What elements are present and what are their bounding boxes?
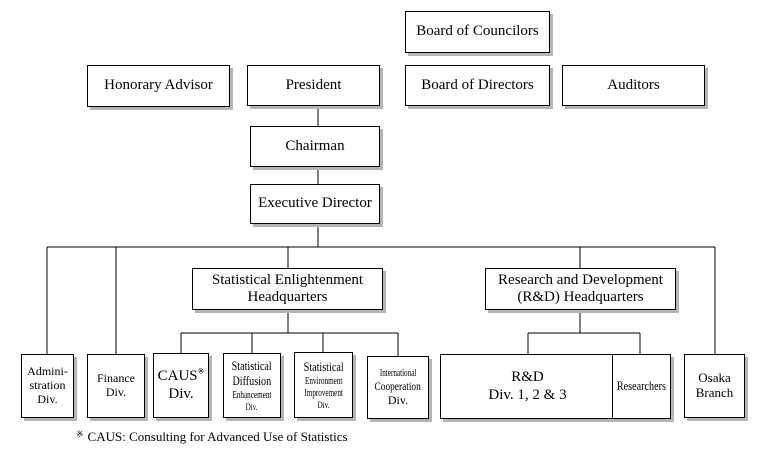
environment-line1: Statistical: [303, 358, 344, 374]
board-of-directors-label: Board of Directors: [421, 76, 534, 93]
rd-div-line1: R&D: [511, 369, 544, 386]
international-line3: Div.: [387, 392, 409, 407]
chairman-box: Chairman: [250, 126, 380, 167]
environment-line3: Improvement: [304, 387, 343, 400]
administration-line3: Div.: [37, 391, 58, 406]
researchers-box: Researchers: [612, 354, 671, 419]
diffusion-line1: Statistical: [232, 358, 272, 374]
administration-line2: stration: [29, 378, 66, 393]
board-of-councilors-box: Board of Councilors: [405, 11, 550, 53]
international-cooperation-div-box: International Cooperation Div.: [367, 356, 429, 419]
researchers-label: Researchers: [617, 378, 666, 394]
finance-line2: Div.: [105, 385, 127, 399]
caus-footnote-mark: ※: [197, 367, 205, 377]
footnote-text: CAUS: Consulting for Advanced Use of Sta…: [87, 429, 348, 444]
chairman-label: Chairman: [285, 137, 345, 154]
honorary-advisor-box: Honorary Advisor: [87, 65, 230, 107]
rd-hq-line2: (R&D) Headquarters: [517, 289, 644, 305]
footnote: ※CAUS: Consulting for Advanced Use of St…: [76, 429, 348, 445]
president-label: President: [285, 76, 342, 93]
international-line2: Cooperation: [374, 379, 422, 394]
rd-hq-box: Research and Development (R&D) Headquart…: [485, 268, 676, 310]
international-line1: International: [379, 367, 417, 380]
executive-director-label: Executive Director: [258, 195, 372, 212]
osaka-branch-box: Osaka Branch: [684, 354, 745, 418]
osaka-line2: Branch: [695, 385, 734, 400]
caus-div-box: CAUS※ Div.: [153, 353, 209, 418]
honorary-advisor-label: Honorary Advisor: [104, 77, 213, 94]
auditors-label: Auditors: [607, 76, 660, 93]
osaka-line1: Osaka: [698, 370, 731, 386]
environment-line4: Div.: [317, 399, 330, 410]
finance-div-box: Finance Div.: [87, 354, 145, 418]
rd-hq-line1: Research and Development: [498, 271, 663, 288]
administration-line1: Admini-: [27, 364, 68, 379]
statistical-diffusion-div-box: Statistical Diffusion Enhancement Div.: [223, 353, 281, 418]
diffusion-line3: Enhancement: [232, 388, 272, 401]
environment-line2: Environment: [304, 374, 343, 387]
rd-div-box: R&D Div. 1, 2 & 3: [440, 354, 615, 419]
diffusion-line4: Div.: [246, 401, 258, 412]
board-of-directors-box: Board of Directors: [405, 65, 550, 106]
finance-line1: Finance: [97, 371, 135, 386]
auditors-box: Auditors: [562, 65, 705, 106]
executive-director-box: Executive Director: [250, 184, 380, 224]
statistical-hq-line1: Statistical Enlightenment: [211, 271, 364, 288]
caus-name: CAUS: [157, 368, 198, 385]
board-of-councilors-label: Board of Councilors: [416, 23, 539, 40]
statistical-environment-div-box: Statistical Environment Improvement Div.: [294, 352, 353, 418]
rd-div-line2: Div. 1, 2 & 3: [488, 386, 567, 403]
administration-div-box: Admini- stration Div.: [21, 354, 74, 418]
caus-line2: Div.: [168, 385, 194, 402]
footnote-mark: ※: [76, 429, 84, 439]
statistical-enlightenment-hq-box: Statistical Enlightenment Headquarters: [192, 268, 383, 310]
president-box: President: [247, 65, 380, 106]
diffusion-line2: Diffusion: [232, 373, 272, 388]
statistical-hq-line2: Headquarters: [247, 289, 328, 305]
caus-line1: CAUS※: [158, 368, 205, 385]
